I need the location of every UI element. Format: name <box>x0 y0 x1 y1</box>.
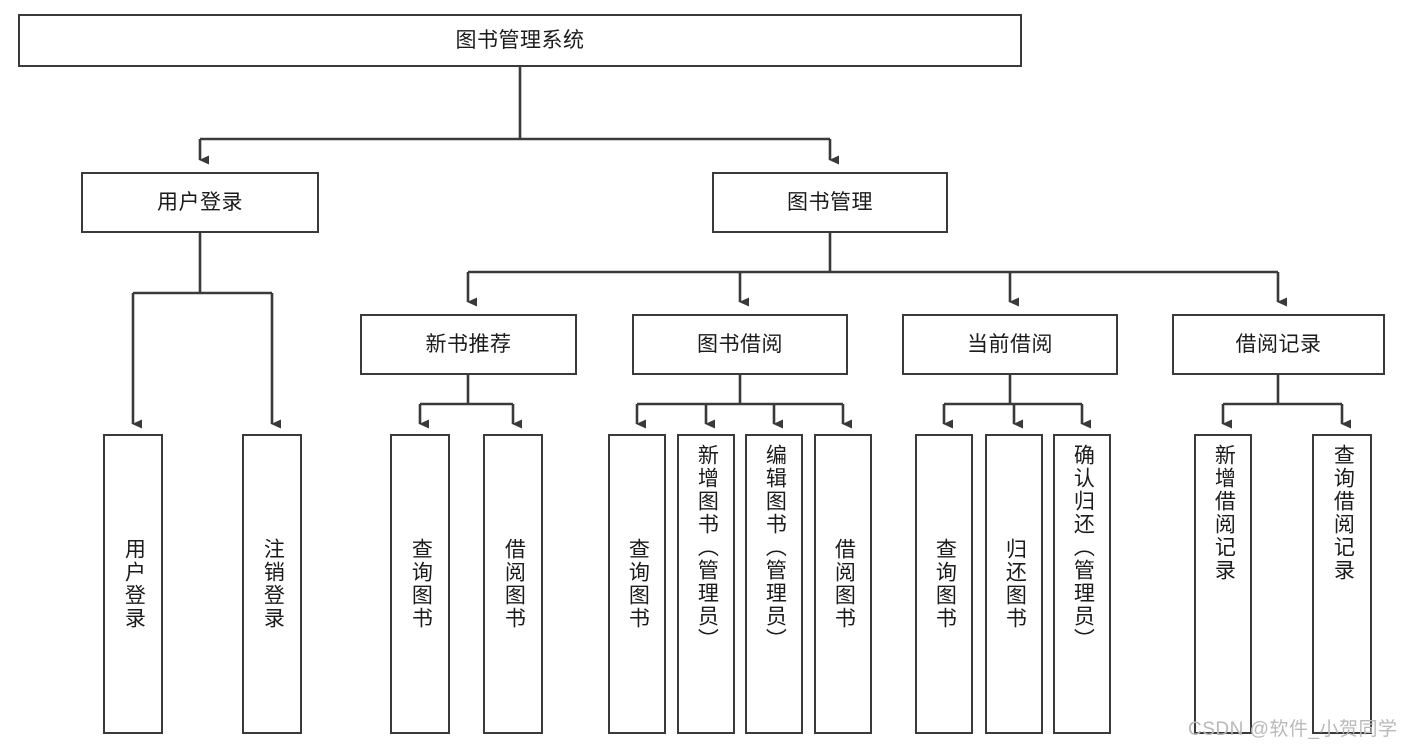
level2-node-l2-1[interactable]: 图书管理 <box>712 172 948 233</box>
leaf-node-leaf-7[interactable]: 借阅图书 <box>814 434 872 734</box>
connector-lines <box>131 67 1351 429</box>
leaf-node-label: 查询借阅记录 <box>1331 444 1355 582</box>
leaf-node-leaf-9[interactable]: 归还图书 <box>985 434 1043 734</box>
leaf-node-label: 借阅图书 <box>502 538 526 630</box>
leaf-node-leaf-3[interactable]: 借阅图书 <box>483 434 543 734</box>
leaf-node-label: 新增借阅记录 <box>1212 444 1236 582</box>
leaf-node-leaf-6[interactable]: 编辑图书（管理员） <box>745 434 803 734</box>
level2-node-l2-0[interactable]: 用户登录 <box>81 172 319 233</box>
leaf-node-label: 编辑图书（管理员） <box>763 444 787 651</box>
level3-node-label: 借阅记录 <box>1235 332 1322 356</box>
leaf-node-label: 新增图书（管理员） <box>695 444 719 651</box>
leaf-node-leaf-8[interactable]: 查询图书 <box>915 434 973 734</box>
level3-node-l3-1[interactable]: 图书借阅 <box>632 314 848 375</box>
leaf-node-leaf-2[interactable]: 查询图书 <box>390 434 450 734</box>
level3-node-label: 新书推荐 <box>425 332 512 356</box>
root-node-label: 图书管理系统 <box>455 28 585 52</box>
leaf-node-label: 借阅图书 <box>832 538 856 630</box>
leaf-node-leaf-11[interactable]: 新增借阅记录 <box>1194 434 1252 734</box>
leaf-node-label: 查询图书 <box>933 538 957 630</box>
leaf-node-label: 查询图书 <box>409 538 433 630</box>
level3-node-l3-3[interactable]: 借阅记录 <box>1172 314 1385 375</box>
leaf-node-leaf-0[interactable]: 用户登录 <box>103 434 163 734</box>
level3-node-label: 当前借阅 <box>967 332 1053 356</box>
level2-node-label: 用户登录 <box>157 190 243 214</box>
leaf-node-leaf-12[interactable]: 查询借阅记录 <box>1312 434 1372 734</box>
leaf-node-leaf-5[interactable]: 新增图书（管理员） <box>677 434 735 734</box>
leaf-node-leaf-10[interactable]: 确认归还（管理员） <box>1053 434 1111 734</box>
leaf-node-label: 确认归还（管理员） <box>1071 444 1095 651</box>
leaf-node-label: 查询图书 <box>626 538 650 630</box>
root-node-root[interactable]: 图书管理系统 <box>18 14 1022 67</box>
level3-node-label: 图书借阅 <box>697 332 783 356</box>
leaf-node-leaf-4[interactable]: 查询图书 <box>608 434 666 734</box>
leaf-node-label: 归还图书 <box>1003 538 1027 630</box>
level3-node-l3-2[interactable]: 当前借阅 <box>902 314 1118 375</box>
level2-node-label: 图书管理 <box>787 190 873 214</box>
leaf-node-label: 用户登录 <box>122 538 146 630</box>
leaf-node-label: 注销登录 <box>261 538 285 630</box>
leaf-node-leaf-1[interactable]: 注销登录 <box>242 434 302 734</box>
level3-node-l3-0[interactable]: 新书推荐 <box>360 314 577 375</box>
